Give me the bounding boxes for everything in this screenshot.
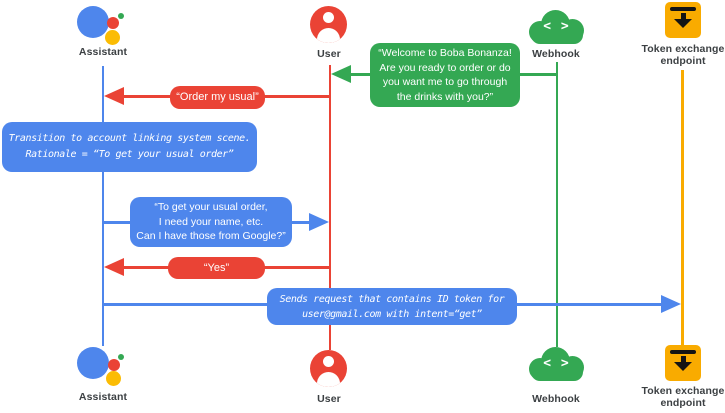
assistant-green-dot-icon — [118, 12, 124, 19]
arrowhead-left-icon — [331, 65, 351, 83]
cloud-base — [531, 25, 583, 44]
user-body-icon — [317, 27, 340, 43]
user-head-icon — [323, 355, 334, 367]
assistant-green-dot-icon — [118, 354, 124, 360]
assistant-yellow-dot-icon — [105, 30, 120, 45]
ask-message-bubble: “To get your usual order, I need your na… — [130, 197, 292, 247]
webhook-lifeline — [555, 62, 558, 347]
welcome-message-bubble: “Welcome to Boba Bonanza! Are you ready … — [370, 43, 520, 107]
token-label: Token exchange endpoint — [641, 43, 725, 67]
token-label: Token exchange endpoint — [641, 385, 725, 409]
user-lifeline — [328, 65, 331, 350]
token-arrow-icon — [680, 13, 686, 20]
order-message-bubble: “Order my usual” — [170, 86, 265, 109]
token-endpoint-icon — [665, 345, 701, 381]
user-head-icon — [323, 11, 334, 23]
arrowhead-left-icon — [104, 258, 124, 276]
user-icon — [310, 349, 347, 387]
assistant-label: Assistant — [78, 391, 128, 403]
webhook-icon: < > — [528, 10, 585, 44]
token-slot-icon — [670, 7, 696, 11]
webhook-label: Webhook — [532, 48, 580, 60]
code-brackets-icon: < > — [543, 356, 570, 371]
transition-note: Transition to account linking system sce… — [2, 122, 257, 172]
send-request-note: Sends request that contains ID token for… — [267, 288, 517, 325]
assistant-label: Assistant — [78, 46, 128, 58]
arrowhead-right-icon — [309, 213, 329, 231]
webhook-icon: < > — [528, 347, 585, 381]
user-body-icon — [317, 371, 340, 387]
token-endpoint-icon — [665, 2, 701, 38]
user-label: User — [317, 48, 341, 60]
token-arrow-icon — [673, 362, 692, 371]
token-arrow-icon — [673, 19, 692, 28]
assistant-red-dot-icon — [107, 17, 119, 29]
code-brackets-icon: < > — [543, 19, 570, 34]
user-label: User — [317, 393, 341, 405]
user-icon — [310, 5, 347, 43]
assistant-icon — [77, 347, 109, 379]
yes-message-bubble: “Yes” — [168, 257, 265, 279]
arrowhead-right-icon — [661, 295, 681, 313]
token-slot-icon — [670, 350, 696, 354]
assistant-lifeline — [101, 66, 104, 346]
assistant-icon — [76, 5, 109, 38]
webhook-label: Webhook — [532, 393, 580, 405]
cloud-base — [531, 362, 583, 381]
assistant-red-dot-icon — [107, 358, 120, 371]
assistant-yellow-dot-icon — [105, 371, 121, 386]
arrowhead-left-icon — [104, 87, 124, 105]
token-arrow-icon — [680, 356, 686, 363]
token-lifeline — [681, 70, 684, 345]
